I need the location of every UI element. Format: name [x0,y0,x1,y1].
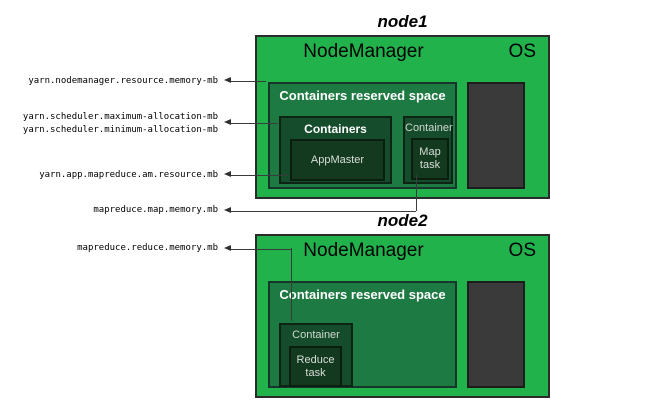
node2-reserved-space-label: Containers reserved space [279,287,446,302]
node1-nodemanager-label: NodeManager [303,41,424,62]
node1-map-task: Map task [411,138,449,180]
node2-reserved-space: Containers reserved space Container Redu… [268,281,457,388]
config-label-scheduler-minimum-allocation: yarn.scheduler.minimum-allocation-mb [22,125,218,135]
node1-os-block [467,82,525,189]
line-reduce-memory-h [231,248,291,250]
node1-os-label: OS [508,41,536,62]
node1-appmaster-task: AppMaster [290,139,385,181]
node2-os-block [467,281,525,388]
reduce-task-line1: Reduce [296,353,335,366]
line-reduce-memory-v [290,248,292,321]
config-label-scheduler-maximum-allocation: yarn.scheduler.maximum-allocation-mb [22,112,218,122]
map-task-line1: Map [419,146,441,158]
line-map-memory-h [231,210,416,212]
arrow-map-memory [224,207,231,213]
arrow-am-resource [224,171,231,177]
config-label-am-resource: yarn.app.mapreduce.am.resource.mb [39,170,218,180]
node2-title: node2 [377,211,428,230]
config-label-reduce-memory: mapreduce.reduce.memory.mb [77,243,218,253]
line-scheduler-allocation-h [231,122,278,124]
arrow-nm-resource-memory [224,77,231,83]
node2-os-label: OS [508,240,536,261]
node1-reserved-space-label: Containers reserved space [279,88,446,103]
node1-container-group: Container Map task [403,116,453,184]
line-nm-resource-memory-h [231,80,266,82]
node1-box: NodeManager OS Containers reserved space… [255,35,550,199]
node2-container-group: Container Reduce task [279,323,353,387]
node1-container-label: Container [405,122,453,134]
config-label-nodemanager-resource-memory: yarn.nodemanager.resource.memory-mb [28,76,218,86]
node1-containers-group: Containers AppMaster [279,116,392,184]
config-label-map-memory: mapreduce.map.memory.mb [93,205,218,215]
node2-nodemanager-label: NodeManager [303,240,424,261]
node2-container-label: Container [292,329,340,341]
node1-reserved-space: Containers reserved space Containers App… [268,82,457,189]
node2-box: NodeManager OS Containers reserved space… [255,234,550,398]
node2-reduce-task: Reduce task [289,346,342,387]
line-am-resource-h [231,174,288,176]
map-task-line2: task [419,159,441,171]
arrow-scheduler-allocation [224,119,231,125]
line-map-memory-v [416,175,417,211]
node1-containers-label: Containers [304,122,367,136]
node1-title: node1 [377,12,428,31]
reduce-task-line2: task [305,366,326,379]
arrow-reduce-memory [224,245,231,251]
